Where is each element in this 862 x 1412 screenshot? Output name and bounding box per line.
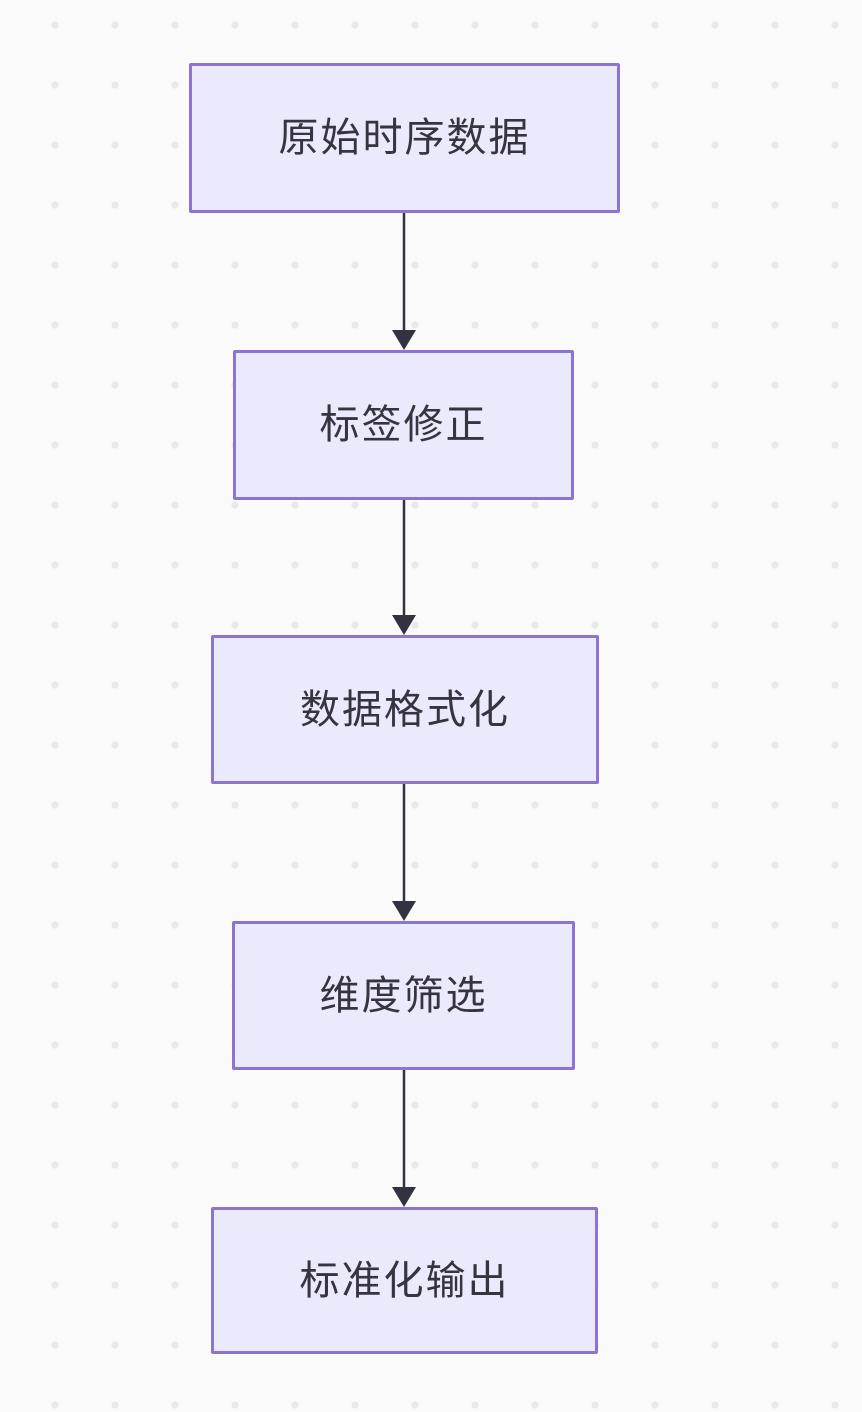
- flow-node-label: 标准化输出: [299, 1258, 510, 1303]
- flow-node-label: 数据格式化: [300, 687, 510, 732]
- arrowhead-icon: [392, 615, 416, 635]
- flow-node-label-correction: 标签修正: [233, 350, 574, 500]
- flow-node-label: 标签修正: [319, 403, 488, 447]
- flow-node-label: 维度筛选: [319, 973, 488, 1018]
- flow-node-label: 原始时序数据: [278, 116, 531, 160]
- arrow-edge-2: [392, 500, 416, 635]
- arrowhead-icon: [392, 330, 416, 350]
- flow-node-standardized-output: 标准化输出: [211, 1207, 598, 1354]
- flow-node-data-formatting: 数据格式化: [211, 635, 599, 784]
- arrow-edge-1: [392, 213, 416, 350]
- arrow-edge-4: [392, 1070, 416, 1207]
- flow-node-dimension-filtering: 维度筛选: [232, 921, 575, 1070]
- arrowhead-icon: [392, 1187, 416, 1207]
- flow-node-raw-timeseries-data: 原始时序数据: [189, 63, 620, 213]
- arrowhead-icon: [392, 901, 416, 921]
- arrow-edge-3: [392, 784, 416, 921]
